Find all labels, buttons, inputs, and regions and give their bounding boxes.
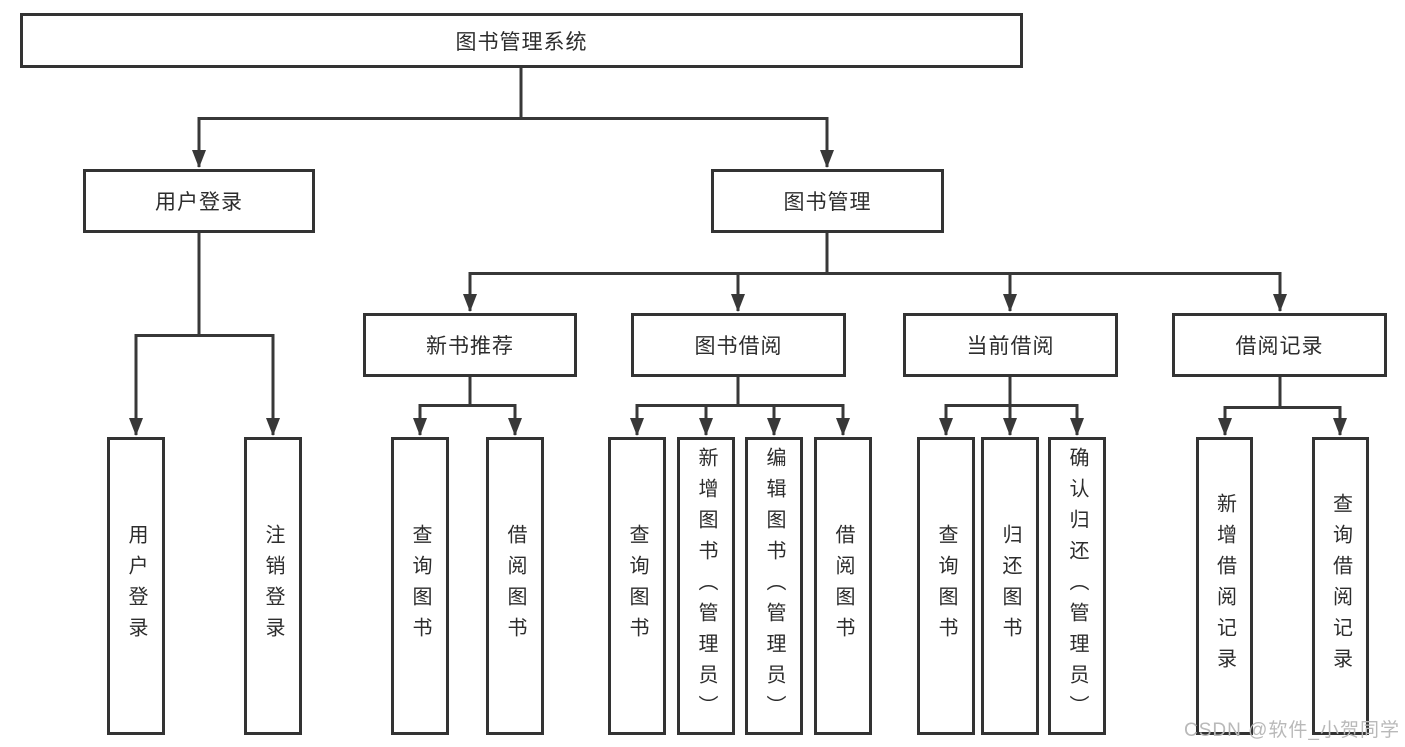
leaf-borrow-query-books-label: 查询图书 bbox=[626, 524, 648, 648]
leaf-recommend-borrow-books: 借阅图书 bbox=[486, 437, 544, 735]
node-user-login-branch-label: 用户登录 bbox=[155, 191, 243, 214]
leaf-query-borrow-record: 查询借阅记录 bbox=[1312, 437, 1369, 735]
leaf-borrow-query-books: 查询图书 bbox=[608, 437, 666, 735]
leaf-return-books: 归还图书 bbox=[981, 437, 1039, 735]
leaf-borrow-borrow-books-label: 借阅图书 bbox=[832, 524, 854, 648]
node-user-login-branch: 用户登录 bbox=[83, 169, 315, 233]
leaf-add-borrow-record-label: 新增借阅记录 bbox=[1213, 493, 1236, 679]
node-new-book-recommend-label: 新书推荐 bbox=[426, 335, 514, 358]
node-current-borrow-label: 当前借阅 bbox=[966, 335, 1055, 358]
node-borrow-records: 借阅记录 bbox=[1172, 313, 1387, 377]
leaf-current-query-books-label: 查询图书 bbox=[935, 524, 957, 648]
leaf-user-login: 用户登录 bbox=[107, 437, 165, 735]
node-current-borrow: 当前借阅 bbox=[903, 313, 1118, 377]
leaf-logout: 注销登录 bbox=[244, 437, 302, 735]
csdn-watermark: CSDN @软件_小贺同学 bbox=[1184, 720, 1400, 741]
leaf-logout-label: 注销登录 bbox=[262, 524, 284, 648]
leaf-current-query-books: 查询图书 bbox=[917, 437, 975, 735]
leaf-add-books-admin: 新增图书（管理员） bbox=[677, 437, 735, 735]
node-borrow-records-label: 借阅记录 bbox=[1235, 335, 1324, 358]
node-new-book-recommend: 新书推荐 bbox=[363, 313, 577, 377]
leaf-confirm-return-admin-label: 确认归还（管理员） bbox=[1066, 446, 1088, 726]
leaf-user-login-label: 用户登录 bbox=[125, 524, 147, 648]
node-book-borrow-label: 图书借阅 bbox=[694, 335, 783, 358]
leaf-recommend-borrow-books-label: 借阅图书 bbox=[504, 524, 526, 648]
leaf-add-books-admin-label: 新增图书（管理员） bbox=[695, 446, 717, 726]
leaf-add-borrow-record: 新增借阅记录 bbox=[1196, 437, 1253, 735]
node-root-system: 图书管理系统 bbox=[20, 13, 1023, 68]
node-root-label: 图书管理系统 bbox=[455, 30, 588, 54]
leaf-recommend-query-books-label: 查询图书 bbox=[409, 524, 431, 648]
leaf-return-books-label: 归还图书 bbox=[999, 524, 1021, 648]
node-book-management-branch-label: 图书管理 bbox=[783, 191, 872, 214]
node-book-borrow: 图书借阅 bbox=[631, 313, 846, 377]
leaf-edit-books-admin: 编辑图书（管理员） bbox=[745, 437, 803, 735]
leaf-query-borrow-record-label: 查询借阅记录 bbox=[1329, 493, 1352, 679]
leaf-edit-books-admin-label: 编辑图书（管理员） bbox=[763, 446, 785, 726]
leaf-confirm-return-admin: 确认归还（管理员） bbox=[1048, 437, 1106, 735]
leaf-borrow-borrow-books: 借阅图书 bbox=[814, 437, 872, 735]
node-book-management-branch: 图书管理 bbox=[711, 169, 944, 233]
leaf-recommend-query-books: 查询图书 bbox=[391, 437, 449, 735]
